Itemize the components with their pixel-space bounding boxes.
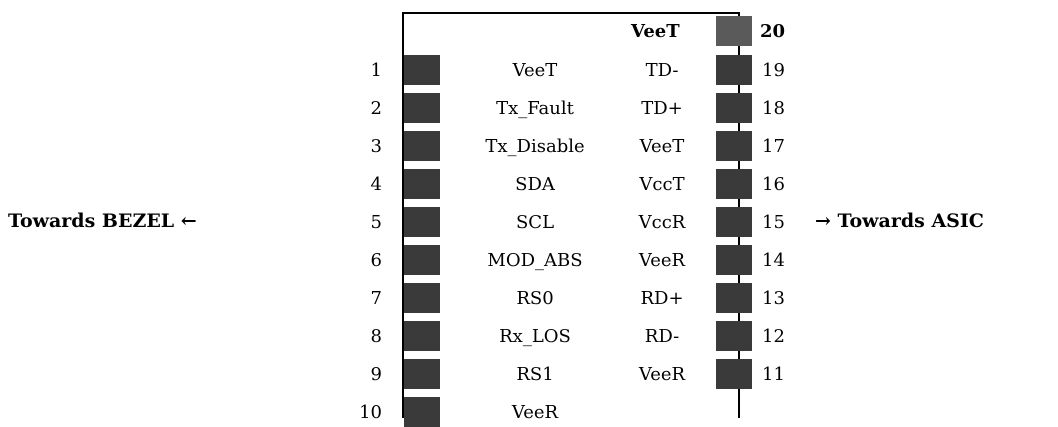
left-pin-pad <box>404 93 440 123</box>
right-pin-number: 15 <box>762 212 785 233</box>
right-pin-signal: RD- <box>644 326 680 347</box>
right-pin-number: 14 <box>762 250 785 271</box>
right-pin-number: 13 <box>762 288 785 309</box>
right-pin-number: 12 <box>762 326 785 347</box>
right-pin-pad <box>716 359 752 389</box>
left-pin-number: 9 <box>370 364 382 385</box>
left-pin-signal: SDA <box>515 174 555 195</box>
left-pin-pad <box>404 207 440 237</box>
left-pin-pad <box>404 131 440 161</box>
left-pin-number: 3 <box>370 136 382 157</box>
left-pin-signal: VeeR <box>511 402 559 423</box>
left-pin-number: 5 <box>370 212 382 233</box>
right-pin-signal: TD+ <box>641 98 683 119</box>
left-pin-pad <box>404 245 440 275</box>
left-pin-signal: MOD_ABS <box>487 250 583 271</box>
right-pin-pad <box>716 321 752 351</box>
left-pin-signal: VeeT <box>512 60 558 81</box>
left-pin-signal: RS1 <box>516 364 554 385</box>
left-pin-number: 7 <box>370 288 382 309</box>
right-pin-signal: RD+ <box>640 288 684 309</box>
header-signal: VeeT <box>631 21 680 42</box>
left-pin-number: 4 <box>370 174 382 195</box>
towards-asic-label: → Towards ASIC <box>815 210 984 232</box>
right-pin-signal: VccR <box>638 212 686 233</box>
right-pin-number: 19 <box>762 60 785 81</box>
left-pin-signal: Rx_LOS <box>499 326 571 347</box>
right-pin-signal: VeeR <box>638 250 686 271</box>
left-pin-pad <box>404 169 440 199</box>
left-pin-number: 2 <box>370 98 382 119</box>
left-pin-signal: RS0 <box>516 288 554 309</box>
left-pin-signal: Tx_Fault <box>496 98 574 119</box>
left-pin-pad <box>404 55 440 85</box>
left-pin-pad <box>404 359 440 389</box>
right-pin-number: 17 <box>762 136 785 157</box>
left-pin-signal: Tx_Disable <box>485 136 585 157</box>
towards-bezel-label: Towards BEZEL ← <box>8 210 197 232</box>
left-pin-signal: SCL <box>515 212 555 233</box>
right-pin-signal: VeeT <box>639 136 685 157</box>
left-pin-number: 10 <box>359 402 382 423</box>
right-pin-pad <box>716 245 752 275</box>
left-pin-pad <box>404 397 440 427</box>
right-pin-pad <box>716 55 752 85</box>
header-pin-number: 20 <box>760 21 786 42</box>
right-pin-number: 11 <box>762 364 785 385</box>
right-pin-pad <box>716 169 752 199</box>
right-pin-number: 18 <box>762 98 785 119</box>
right-pin-signal: VccT <box>639 174 685 195</box>
right-pin-number: 16 <box>762 174 785 195</box>
right-pin-signal: VeeR <box>638 364 686 385</box>
right-pin-pad <box>716 283 752 313</box>
left-pin-number: 1 <box>370 60 382 81</box>
left-pin-pad <box>404 321 440 351</box>
pin-pad-20 <box>716 16 752 46</box>
left-pin-pad <box>404 283 440 313</box>
right-pin-signal: TD- <box>645 60 679 81</box>
left-pin-number: 6 <box>370 250 382 271</box>
right-pin-pad <box>716 93 752 123</box>
right-pin-pad <box>716 207 752 237</box>
right-pin-pad <box>716 131 752 161</box>
left-pin-number: 8 <box>370 326 382 347</box>
